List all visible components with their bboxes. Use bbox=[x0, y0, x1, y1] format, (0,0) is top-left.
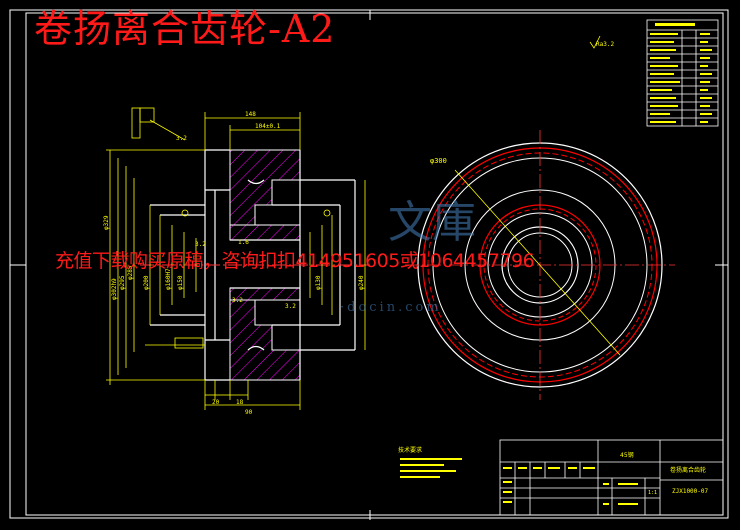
watermark-url: ·docin.com bbox=[340, 300, 442, 315]
section-hatch-mid-upper bbox=[229, 224, 301, 241]
front-view bbox=[405, 130, 675, 400]
svg-text:3.2: 3.2 bbox=[176, 135, 187, 142]
svg-text:3.2: 3.2 bbox=[195, 241, 206, 248]
svg-text:20: 20 bbox=[212, 399, 220, 406]
svg-text:φ302h9: φ302h9 bbox=[111, 278, 118, 300]
svg-text:φ150: φ150 bbox=[177, 275, 184, 290]
title-block-part-name: 卷扬离合齿轮 bbox=[670, 466, 706, 474]
centering-marks bbox=[10, 10, 728, 520]
tech-req-lines bbox=[400, 458, 462, 478]
svg-text:148: 148 bbox=[245, 111, 256, 118]
svg-text:3.2: 3.2 bbox=[232, 297, 243, 304]
svg-text:φ130: φ130 bbox=[315, 275, 322, 290]
gear-parameter-table bbox=[646, 19, 719, 127]
title-block bbox=[499, 439, 724, 516]
drawing-title-overlay: 卷扬离合齿轮-A2 bbox=[34, 7, 336, 51]
svg-text:1.6: 1.6 bbox=[238, 239, 249, 246]
svg-text:18: 18 bbox=[236, 399, 244, 406]
svg-text:90: 90 bbox=[245, 409, 253, 416]
watermark-logo-text: 文庫 bbox=[388, 197, 476, 248]
title-block-material: 45钢 bbox=[620, 451, 634, 459]
drawing-inner-frame bbox=[25, 12, 724, 516]
section-view: 148 104±0.1 3.2 20 18 90 3.2 3.2 3.2 1.6… bbox=[103, 107, 370, 416]
ad-contact-overlay: 充值下载购买原稿，咨询扣扣414951605或1064457796 bbox=[55, 250, 535, 272]
svg-text:φ295: φ295 bbox=[119, 275, 126, 290]
drawing-outer-frame bbox=[9, 9, 729, 519]
svg-text:3.2: 3.2 bbox=[285, 303, 296, 310]
title-block-drawing-no: ZJX1000-07 bbox=[672, 488, 709, 495]
svg-text:φ329: φ329 bbox=[103, 215, 110, 230]
svg-text:φ160H7: φ160H7 bbox=[165, 268, 172, 290]
title-block-scale: 1:1 bbox=[648, 490, 657, 496]
svg-text:φ285: φ285 bbox=[127, 265, 134, 280]
svg-text:φ200: φ200 bbox=[143, 275, 150, 290]
tech-req-title: 技术要求 bbox=[398, 446, 422, 454]
svg-text:φ240: φ240 bbox=[358, 275, 365, 290]
section-hatch-lower bbox=[229, 299, 301, 381]
svg-text:104±0.1: 104±0.1 bbox=[255, 123, 281, 130]
front-view-dia-label: φ300 bbox=[430, 157, 447, 165]
roughness-note: Ra3.2 bbox=[596, 41, 614, 48]
